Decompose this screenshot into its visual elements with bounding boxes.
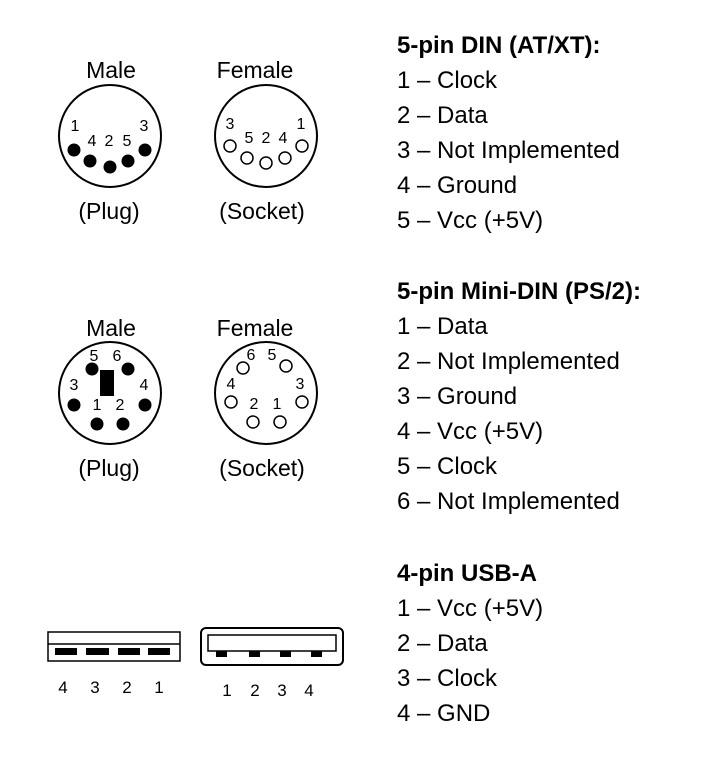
usb-socket-pin-label: 2	[250, 681, 260, 700]
minidin-male-pin-label: 3	[69, 377, 79, 394]
minidin-male-pin-label: 4	[139, 377, 149, 394]
minidin-female-pin	[224, 395, 238, 409]
minidin-female-pin	[246, 415, 260, 429]
minidin-legend-row: 4 – Vcc (+5V)	[397, 418, 544, 445]
minidin-male-connector	[58, 341, 162, 445]
din-male-title: Male	[86, 57, 136, 83]
minidin-male-pin	[90, 417, 104, 431]
din-male-pin	[103, 160, 117, 174]
minidin-male-pin	[138, 398, 152, 412]
usb-plug-pin-label: 4	[58, 678, 68, 697]
usb-socket-pin	[249, 651, 260, 657]
usb-legend-row: 1 – Vcc (+5V)	[397, 595, 544, 622]
din-female-title: Female	[216, 57, 294, 83]
minidin-legend-title: 5-pin Mini-DIN (PS/2):	[397, 278, 641, 305]
usb-legend: 4-pin USB-A 1 – Vcc (+5V) 2 – Data 3 – C…	[397, 561, 543, 736]
minidin-male-pin-label: 6	[112, 348, 122, 365]
minidin-female-pin	[279, 359, 293, 373]
usb-legend-row: 4 – GND	[397, 700, 491, 727]
minidin-male-title: Male	[86, 315, 136, 341]
minidin-female-pin-label: 6	[246, 347, 256, 364]
minidin-female-connector	[214, 341, 318, 445]
din-legend: 5-pin DIN (AT/XT): 1 – Clock 2 – Data 3 …	[397, 33, 620, 243]
usb-legend-title: 4-pin USB-A	[397, 560, 537, 587]
minidin-male-pin-label: 5	[89, 348, 99, 365]
usb-legend-row: 2 – Data	[397, 630, 488, 657]
usb-plug-pin	[55, 648, 77, 655]
minidin-male-key	[100, 370, 114, 396]
din-male-connector	[58, 84, 162, 188]
minidin-female-pin-label: 4	[226, 376, 236, 393]
minidin-legend-row: 2 – Not Implemented	[397, 348, 620, 375]
din-female-pin	[240, 151, 254, 165]
usb-socket-connector	[200, 627, 344, 666]
minidin-female-subtitle: (Socket)	[219, 455, 305, 481]
usb-plug-pin-label: 3	[90, 678, 100, 697]
minidin-female-pin	[236, 361, 250, 375]
din-female-pin	[278, 151, 292, 165]
din-female-pin	[223, 139, 237, 153]
minidin-female-pin-label: 5	[267, 347, 277, 364]
din-female-pin-label: 5	[244, 130, 254, 147]
usb-plug-connector	[47, 631, 181, 662]
minidin-legend-row: 1 – Data	[397, 313, 488, 340]
usb-socket-pin	[311, 651, 322, 657]
din-male-pin	[121, 154, 135, 168]
usb-socket-pin-label: 4	[304, 681, 314, 700]
minidin-female-pin-label: 1	[272, 396, 282, 413]
minidin-legend-row: 3 – Ground	[397, 383, 518, 410]
usb-socket-pin-label: 3	[277, 681, 287, 700]
din-male-pin-label: 2	[104, 133, 114, 150]
minidin-female-pin	[273, 415, 287, 429]
din-male-pin	[138, 143, 152, 157]
din-female-pin	[259, 156, 273, 170]
din-female-subtitle: (Socket)	[219, 198, 305, 224]
din-male-pin-label: 4	[87, 133, 97, 150]
usb-plug-pin-label: 2	[122, 678, 132, 697]
usb-plug-pin	[148, 648, 170, 655]
minidin-female-pin-label: 3	[295, 376, 305, 393]
usb-socket-pin	[216, 651, 227, 657]
usb-legend-row: 3 – Clock	[397, 665, 498, 692]
din-legend-row: 3 – Not Implemented	[397, 137, 620, 164]
minidin-male-pin	[67, 398, 81, 412]
usb-plug-pin	[118, 648, 140, 655]
din-male-pin	[67, 143, 81, 157]
din-male-subtitle: (Plug)	[78, 198, 140, 224]
din-male-pin-label: 3	[139, 118, 149, 135]
din-female-pin-label: 4	[278, 130, 288, 147]
din-female-pin-label: 2	[261, 130, 271, 147]
minidin-male-subtitle: (Plug)	[78, 455, 140, 481]
usb-socket-pin	[280, 651, 291, 657]
minidin-female-pin	[295, 395, 309, 409]
din-female-connector	[214, 84, 318, 188]
usb-plug-pin	[86, 648, 109, 655]
minidin-male-pin	[121, 362, 135, 376]
minidin-legend: 5-pin Mini-DIN (PS/2): 1 – Data 2 – Not …	[397, 279, 641, 524]
din-legend-row: 5 – Vcc (+5V)	[397, 207, 544, 234]
minidin-male-pin-label: 1	[92, 397, 102, 414]
din-male-pin-label: 1	[70, 118, 80, 135]
usb-plug-pin-label: 1	[154, 678, 164, 697]
minidin-legend-row: 6 – Not Implemented	[397, 488, 620, 515]
din-legend-row: 4 – Ground	[397, 172, 518, 199]
din-male-pin	[83, 154, 97, 168]
din-male-pin-label: 5	[122, 133, 132, 150]
minidin-legend-row: 5 – Clock	[397, 453, 498, 480]
minidin-female-title: Female	[216, 315, 294, 341]
din-legend-row: 1 – Clock	[397, 67, 498, 94]
din-legend-title: 5-pin DIN (AT/XT):	[397, 32, 601, 59]
din-female-pin	[295, 139, 309, 153]
din-female-pin-label: 3	[225, 116, 235, 133]
minidin-male-pin-label: 2	[115, 397, 125, 414]
minidin-female-pin-label: 2	[249, 396, 259, 413]
din-legend-row: 2 – Data	[397, 102, 488, 129]
minidin-male-pin	[85, 362, 99, 376]
din-female-pin-label: 1	[296, 116, 306, 133]
usb-socket-pin-label: 1	[222, 681, 232, 700]
minidin-male-pin	[116, 417, 130, 431]
